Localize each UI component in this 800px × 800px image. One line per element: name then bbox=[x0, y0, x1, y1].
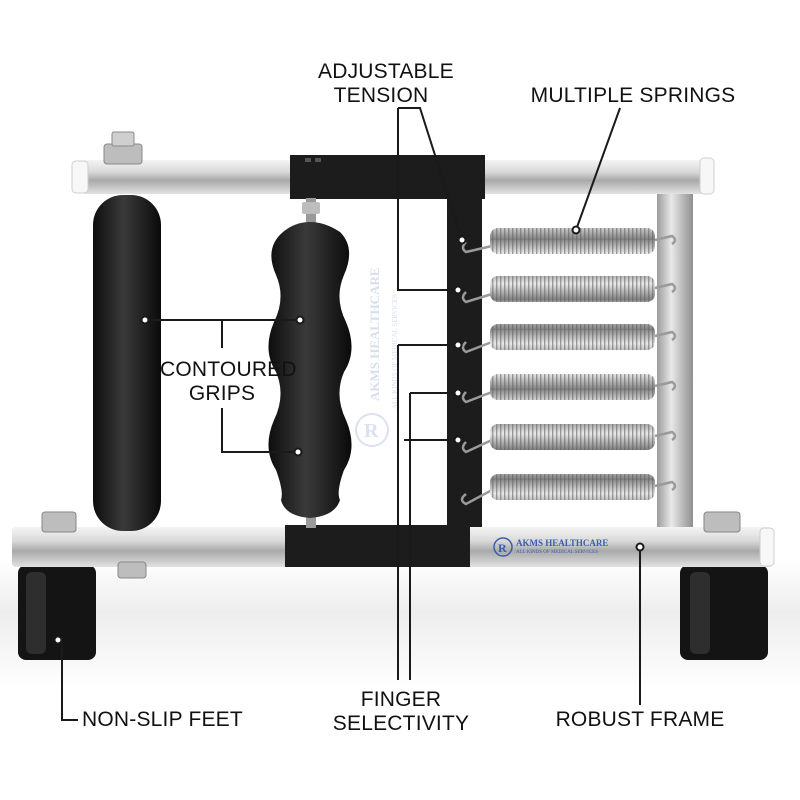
floor-shadow bbox=[0, 560, 800, 690]
right-bolt bbox=[703, 511, 741, 533]
leader-lines bbox=[61, 107, 641, 721]
callout-multiple-springs-text: MULTIPLE SPRINGS bbox=[530, 84, 736, 107]
callout-contoured-grips-line-1: CONTOURED bbox=[160, 358, 297, 381]
brand-logo: R bbox=[493, 537, 513, 557]
right-frame-post bbox=[657, 192, 693, 537]
callout-adjustable-tension-line-1: ADJUSTABLE bbox=[318, 60, 454, 83]
right-foot bbox=[680, 565, 768, 660]
callout-robust-frame: ROBUST FRAME bbox=[552, 708, 728, 732]
callout-non-slip-feet: NON-SLIP FEET bbox=[82, 708, 252, 732]
svg-text:R: R bbox=[364, 420, 379, 442]
watermark-brand-name: AKMS HEALTHCARE bbox=[367, 267, 382, 401]
left-foot bbox=[18, 565, 96, 660]
spring-6 bbox=[460, 474, 677, 506]
callout-non-slip-feet-text: NON-SLIP FEET bbox=[82, 708, 243, 731]
callout-finger-selectivity-line-1: FINGER bbox=[360, 688, 442, 711]
spring-1 bbox=[461, 228, 677, 254]
spring-set bbox=[460, 228, 677, 506]
leader-dots bbox=[53, 225, 645, 645]
left-bolt bbox=[41, 511, 147, 579]
spring-3 bbox=[461, 324, 677, 354]
spring-4 bbox=[461, 374, 677, 404]
bottom-bar bbox=[12, 525, 775, 567]
callout-contoured-grips-line-2: GRIPS bbox=[188, 382, 256, 405]
left-grip bbox=[93, 195, 161, 531]
svg-text:R: R bbox=[498, 541, 507, 555]
top-nut bbox=[103, 131, 143, 165]
callout-finger-selectivity-line-2: SELECTIVITY bbox=[332, 712, 470, 735]
callout-adjustable-tension: ADJUSTABLE TENSION bbox=[318, 60, 454, 108]
callout-finger-selectivity: FINGER SELECTIVITY bbox=[328, 688, 474, 736]
contoured-grip bbox=[268, 198, 352, 528]
callout-robust-frame-text: ROBUST FRAME bbox=[555, 708, 725, 731]
spring-2 bbox=[461, 276, 677, 304]
callout-multiple-springs: MULTIPLE SPRINGS bbox=[526, 84, 740, 108]
watermark-logo: R bbox=[355, 413, 389, 447]
watermark-brand-tagline: ALL KINDS OF MEDICAL SERVICES bbox=[391, 294, 399, 409]
brand-tagline: ALL KINDS OF MEDICAL SERVICES bbox=[516, 550, 599, 555]
brand-name: AKMS HEALTHCARE bbox=[516, 538, 609, 548]
callout-contoured-grips: CONTOURED GRIPS bbox=[160, 358, 297, 406]
spring-5 bbox=[461, 424, 677, 454]
callout-adjustable-tension-line-2: TENSION bbox=[333, 84, 429, 107]
